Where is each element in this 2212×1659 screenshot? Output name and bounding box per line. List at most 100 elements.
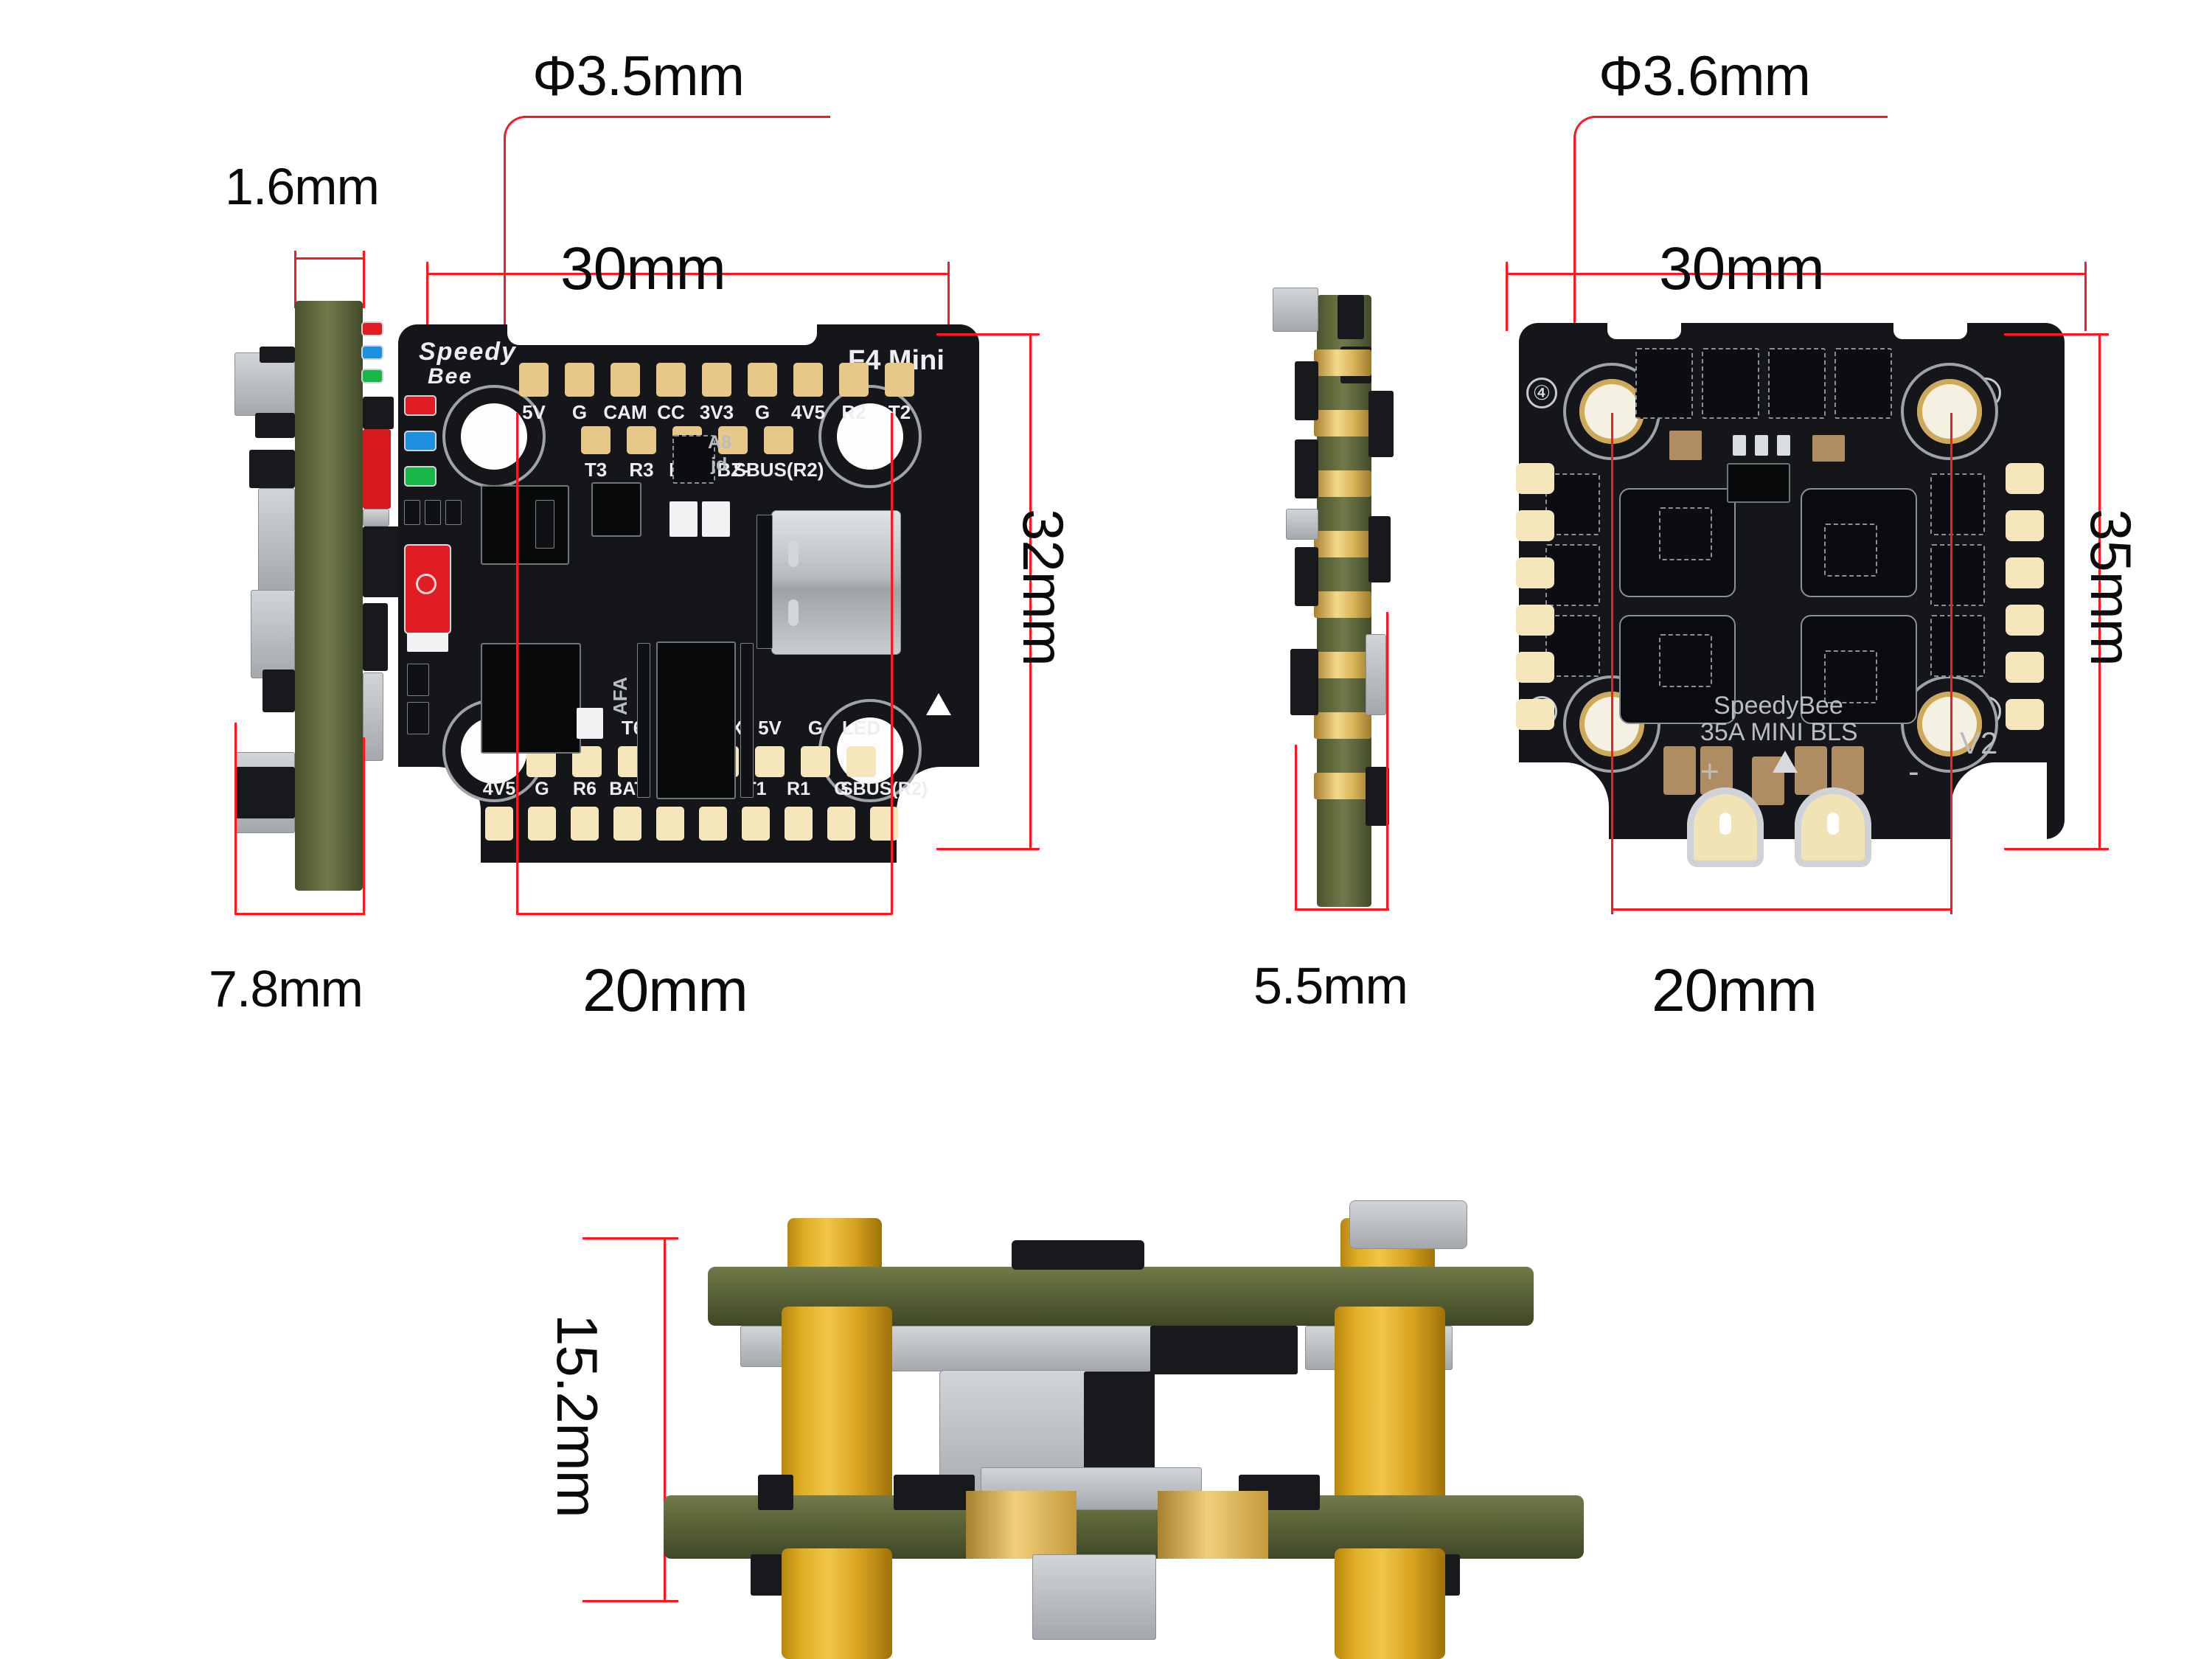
fc-smd-e1 [577,708,603,739]
esc-mosfet-l2 [1545,544,1600,606]
fc-hole-diameter-label: Φ3.5mm [532,45,745,108]
fc-hole-leader-stem [504,142,506,435]
stack-upper-top-component [1012,1240,1144,1270]
fc-mount-dim-line [516,913,892,915]
fc-side-width-ext-left [234,723,237,914]
fc-top-pad-r1-9[interactable] [885,363,914,397]
fc-top-pad-r2-4[interactable] [718,426,748,454]
fc-top-pad-label-r2-4: BZ- [717,459,749,481]
fc-chip-regulator [481,485,569,565]
stack-battery-pad-left [966,1491,1077,1559]
stack-top-grey-part [1349,1200,1467,1249]
esc-edge-pad-r1 [2006,463,2044,494]
esc-mosfet-r2 [1930,544,1985,606]
fc-width-ext-right [947,282,950,331]
fc-usbc-pins [757,515,773,649]
esc-smd-3 [1733,435,1746,456]
esc-edge-pad-l5 [1516,652,1554,683]
esc-mount-ring-tr [1901,363,1998,460]
fc-side-led-green [363,370,382,382]
fc-bot-pad-r2-9[interactable] [827,807,855,841]
fc-pin-strip-l [637,643,650,798]
esc-hole-leader-top [1593,116,1888,118]
esc-driver-ic-4 [1824,650,1877,703]
fc-chip-gyro [656,641,736,799]
fc-bot-pad-r2-2[interactable] [528,807,556,841]
fc-bot-pad-r2-3[interactable] [571,807,599,841]
esc-mount-ring-br [1901,675,1998,773]
fc-usbc-slot-2 [788,599,799,626]
fc-top-pad-r1-4[interactable] [656,363,686,397]
esc-mount-dim-line [1611,908,1952,911]
fc-smd-d2 [407,702,429,734]
esc-cap-1 [1663,746,1696,795]
esc-mount-hole-tr [1917,379,1982,444]
fc-bot-pad-r2-4[interactable] [613,807,641,841]
esc-mount-hole-br [1917,692,1982,757]
fc-width-dim-line [426,273,950,275]
fc-bot-pad-r2-8[interactable] [785,807,813,841]
fc-mount-ring-tr [818,385,922,488]
fc-top-pad-r1-3[interactable] [611,363,640,397]
fc-mount-ext-left [516,413,518,914]
fc-mount-ring-tl [442,385,546,488]
esc-mosfet-t3 [1768,348,1826,419]
esc-height-label: 35mm [2079,509,2143,666]
fc-bot-pad-label-r2-9: G [834,779,849,799]
fc-bot-pad-r2-1[interactable] [485,807,513,841]
esc-mosfet-t1 [1635,348,1693,419]
fc-top-pad-r1-7[interactable] [793,363,823,397]
fc-bot-pad-r2-6[interactable] [699,807,727,841]
fc-side-width-label: 7.8mm [209,960,364,1018]
fc-bottom-right-cut [897,767,985,870]
fc-top-pad-label-r1-3: CAM [603,401,647,423]
fc-smd-c1 [535,500,554,549]
stack-height-dim-line [664,1237,666,1601]
fc-direction-arrow-icon [926,693,951,715]
fc-smd-b1 [407,633,448,652]
fc-top-pad-r2-2[interactable] [627,426,656,454]
esc-mosfet-r1 [1930,473,1985,535]
fc-smd-a2 [425,500,441,525]
esc-side-pad-8 [1314,773,1371,799]
esc-mount-ext-right [1950,413,1952,914]
fc-top-pad-r1-1[interactable] [519,363,549,397]
esc-edge-pad-l3 [1516,557,1554,588]
stack-standoff-bottom-left [782,1548,892,1659]
fc-top-pad-r1-6[interactable] [748,363,777,397]
esc-side-right-a [1368,391,1394,457]
esc-mount-label: 20mm [1652,957,1818,1024]
fc-bot-pad-r1-6[interactable] [755,746,785,777]
esc-driver-ic-1 [1659,507,1712,560]
esc-corner-marker-4: ④ [1526,378,1557,408]
fc-bot-pad-r1-7[interactable] [801,746,830,777]
esc-mosfet-l3 [1545,615,1600,677]
esc-edge-pad-r4 [2006,605,2044,636]
fc-width-tick-right [947,262,950,284]
fc-bot-pad-label-r2-1: 4V5 [482,779,516,799]
fc-top-pad-r1-2[interactable] [565,363,594,397]
esc-edge-pad-r2 [2006,510,2044,541]
fc-width-label: 30mm [560,235,726,302]
stack-height-ext-top [582,1237,678,1239]
fc-top-pad-label-r1-8: R2 [841,401,866,423]
fc-bot-pad-r1-8[interactable] [846,746,876,777]
esc-bottom-right-cut [1951,762,2047,851]
fc-top-pad-label-r1-5: 3V3 [699,401,734,423]
fc-thickness-dim-line [294,257,365,260]
fc-usbc-connector[interactable] [771,510,901,655]
esc-smd-2 [1812,435,1845,462]
fc-bot-pad-label-r2-8: R1 [787,779,810,799]
esc-edge-pad-r3 [2006,557,2044,588]
fc-bot-pad-r2-10[interactable] [870,807,898,841]
fc-top-pad-r1-5[interactable] [702,363,731,397]
esc-battery-pad-positive [1687,787,1764,867]
fc-boot-button[interactable] [406,546,450,633]
fc-top-pad-r1-8[interactable] [839,363,869,397]
fc-bot-pad-r2-7[interactable] [742,807,770,841]
esc-side-width-dim-line [1295,908,1389,911]
fc-top-pad-r2-1[interactable] [581,426,611,454]
fc-bot-pad-r2-5[interactable] [656,807,684,841]
esc-battery-pad-hole-pos [1719,813,1731,835]
fc-top-pad-r2-5[interactable] [764,426,793,454]
